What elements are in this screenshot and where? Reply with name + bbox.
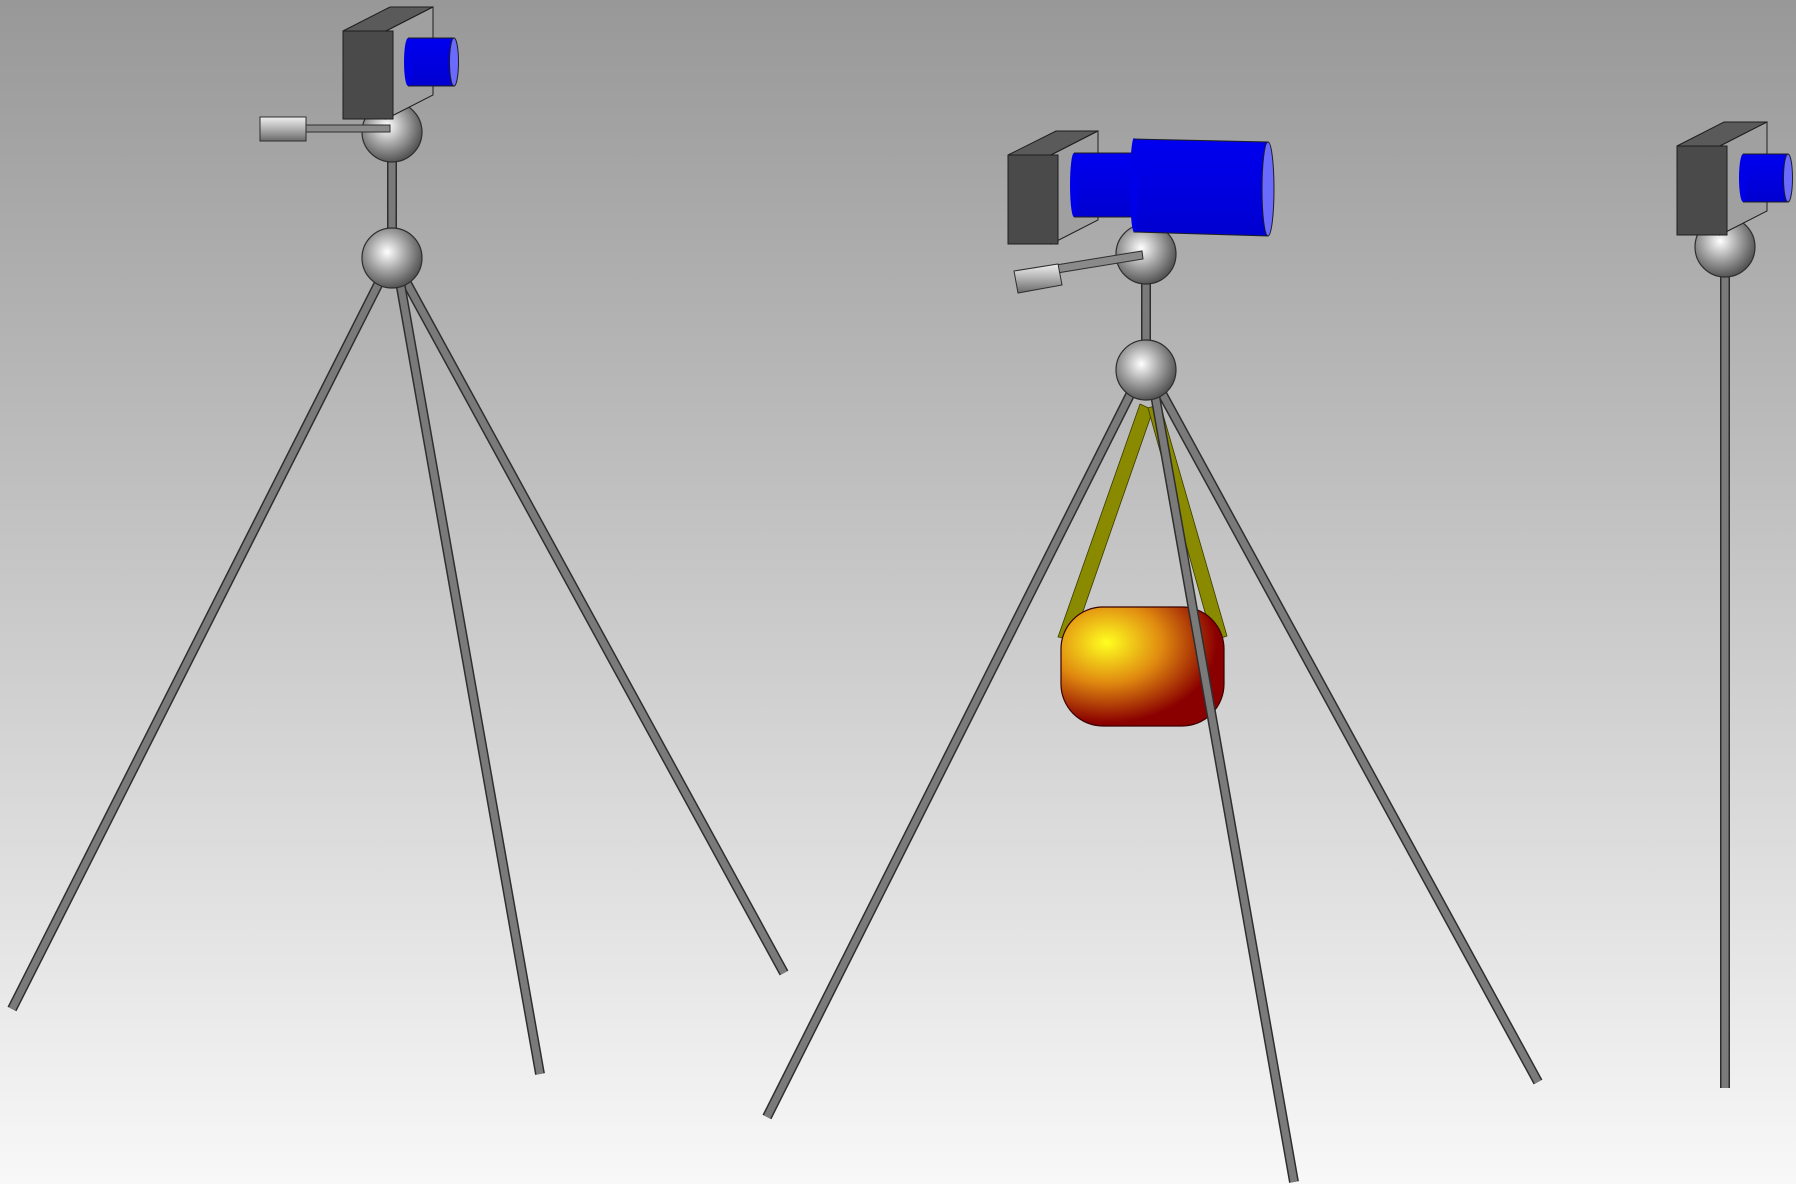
camera-lens-face (449, 37, 459, 87)
camera-icon (1676, 121, 1793, 236)
tripod-leg-left-fill (763, 373, 1144, 1119)
tripod-leg-front-fill (393, 264, 544, 1075)
camera-body-front (342, 30, 394, 120)
camera-icon (342, 6, 459, 120)
camera-lens-rear (1074, 153, 1134, 217)
camera-lens-face (1783, 153, 1793, 203)
camera-lens (1743, 154, 1788, 202)
camera-lens (408, 38, 454, 86)
tripod-ball-joint (1115, 339, 1177, 401)
tripod-leg-back-fill (393, 263, 788, 975)
camera-body-front (1676, 145, 1728, 236)
pan-handle (1013, 250, 1144, 294)
tripod-leg-left-fill (8, 257, 395, 1011)
camera-icon (1007, 130, 1275, 245)
camera-lens (1133, 138, 1269, 237)
tripod-leg-back-fill (1148, 373, 1542, 1084)
tripod-with-small-camera (7, 6, 789, 1075)
tripod-icon (7, 101, 789, 1075)
pan-handle (259, 116, 391, 142)
camera-lens-back (404, 38, 412, 86)
camera-body-front (1007, 154, 1059, 245)
tripod-icon (762, 223, 1543, 1183)
tripod-ball-joint (361, 227, 423, 289)
camera-lens-face (1261, 141, 1275, 237)
camera-bag (1060, 606, 1225, 727)
tripod-leg-front-fill (1147, 371, 1298, 1183)
monopod-with-small-camera (1676, 121, 1793, 1088)
tripod-with-large-camera-and-bag (762, 130, 1543, 1183)
